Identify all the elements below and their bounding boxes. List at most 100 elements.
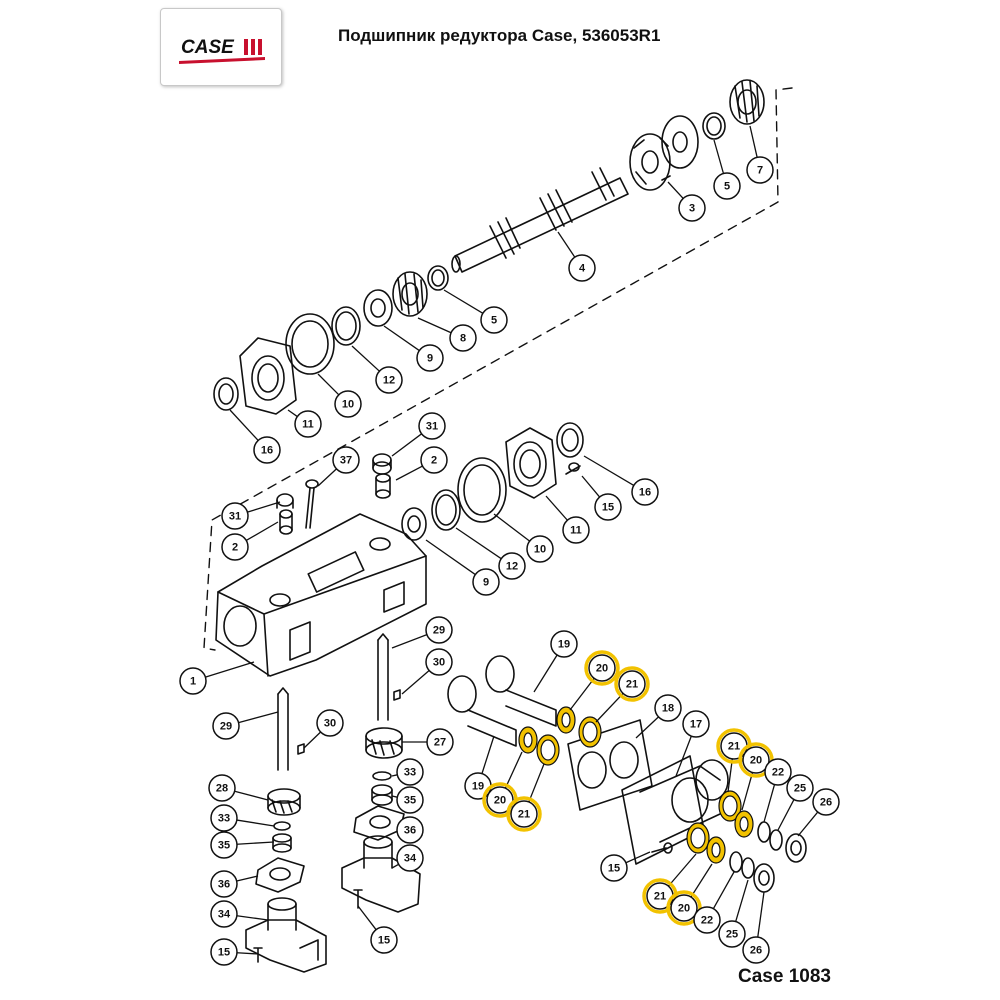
leader-lines [205,125,819,955]
callout-circle [334,390,362,418]
shaft-29-left [277,687,289,771]
callout-number: 20 [494,795,506,807]
callout-36: 36 [396,816,424,844]
callout-number: 26 [820,797,832,809]
callout-4: 4 [568,254,596,282]
callout-number: 36 [404,825,416,837]
callout-10: 10 [334,390,362,418]
leader-line-22 [763,784,776,823]
leader-line-21 [667,853,697,887]
callout-circle [594,493,622,521]
callout-22: 22 [693,906,721,934]
washer-25-upper [769,829,783,851]
callout-37: 37 [332,446,360,474]
leader-line-21 [528,763,545,803]
callout-20: 20 [666,890,702,926]
leader-line-4 [557,231,576,258]
callout-circle [480,306,508,334]
callout-circle [568,254,596,282]
bearing-35-left [272,833,292,853]
callout-number: 21 [654,891,666,903]
nut-26-upper [785,833,807,863]
pinion-shaft-19-lower [447,675,517,747]
bearing-cone-7 [729,79,765,125]
callout-12: 12 [498,552,526,580]
callout-16: 16 [631,478,659,506]
callout-1: 1 [179,667,207,695]
callout-30: 30 [316,709,344,737]
callout-number: 8 [460,333,466,345]
callout-25: 25 [718,920,746,948]
callout-circle [396,758,424,786]
callout-20: 20 [584,650,620,686]
callout-29: 29 [425,616,453,644]
callout-circle [208,774,236,802]
leader-line-16 [583,455,635,486]
callout-circle [316,709,344,737]
callout-31: 31 [221,502,249,530]
callout-circle [396,844,424,872]
callout-circle [588,654,616,682]
leader-line-20 [569,677,595,711]
washer-33-center [372,771,392,781]
leader-line-11 [545,495,568,521]
callout-circle [764,758,792,786]
callout-number: 10 [534,544,546,556]
callout-15: 15 [210,938,238,966]
callout-circle [600,854,628,882]
callout-circle [812,788,840,816]
bushing-2-left [279,509,293,535]
case-logo: CASE [160,8,282,86]
callout-circle [670,894,698,922]
bearing-35-center [371,784,393,806]
leader-line-15 [581,475,601,498]
leader-line-26 [757,891,765,938]
gear-3 [629,115,699,191]
callout-number: 11 [302,419,314,431]
callout-circle [332,446,360,474]
callout-circle [682,710,710,738]
callout-number: 31 [229,511,241,523]
bearing-retainer-11-lower [505,427,557,499]
snap-ring-5-top [702,112,726,140]
callout-3: 3 [678,194,706,222]
callout-15: 15 [370,926,398,954]
callout-number: 19 [472,781,484,793]
callout-8: 8 [449,324,477,352]
callout-circle [693,906,721,934]
bearing-cone-9-upper [363,289,393,327]
leader-line-2 [245,521,279,542]
callout-circle [746,156,774,184]
leader-line-2 [395,465,423,481]
callout-number: 35 [404,795,416,807]
callout-circle [526,535,554,563]
callout-circle [498,552,526,580]
callout-number: 25 [726,929,738,941]
callout-21: 21 [642,878,678,914]
leader-line-20 [504,751,523,789]
callout-number: 26 [750,945,762,957]
callout-9: 9 [416,344,444,372]
callout-9: 9 [472,568,500,596]
oil-seal-16-lower [556,422,584,458]
leader-line-11 [287,409,298,418]
callout-number: 11 [570,525,582,537]
callout-circle [396,816,424,844]
callout-circle [472,568,500,596]
page-title: Подшипник редуктора Case, 536053R1 [338,26,661,45]
housing-34-center [341,835,421,913]
highlight-bearing-20-b [518,726,538,754]
leader-line-33 [391,774,398,777]
washer-33-left [273,821,291,831]
callout-number: 22 [701,915,713,927]
callout-highlight-ring [584,650,620,686]
pinion-shaft-19-upper [485,655,557,727]
callout-circle [210,804,238,832]
model-label: Case 1083 [738,966,831,987]
callout-number: 15 [378,935,390,947]
callout-number: 33 [404,767,416,779]
nut-26-lower [753,863,775,893]
gear-27 [365,727,403,759]
callout-15: 15 [594,493,622,521]
